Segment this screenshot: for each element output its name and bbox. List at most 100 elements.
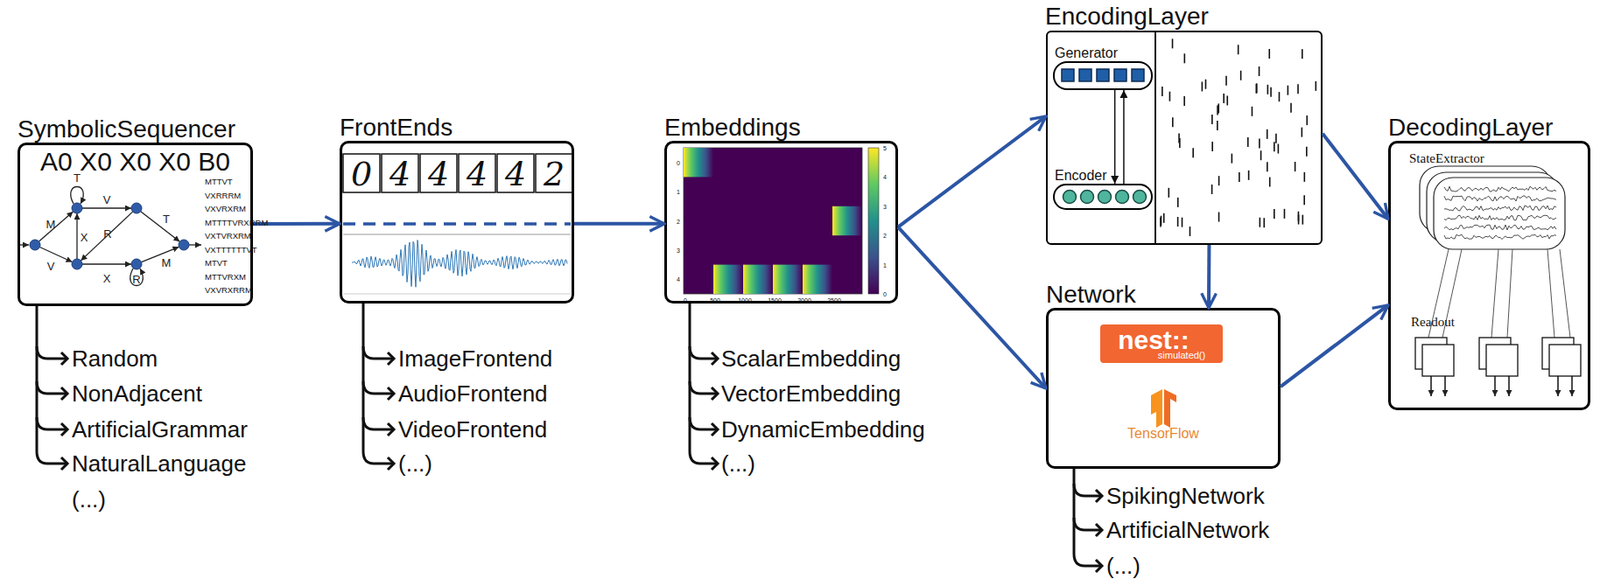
spike-raster: [1205, 79, 1208, 90]
heatmap: [683, 147, 879, 295]
class-name: (...): [71, 488, 106, 512]
readout-unit: [1422, 344, 1454, 377]
heatmap: [772, 265, 803, 295]
grammar-state: [71, 259, 83, 270]
tree-connector: [689, 451, 718, 464]
flow-arrow: [574, 222, 665, 226]
spike-raster: [1178, 133, 1180, 144]
spike-raster: [1302, 215, 1305, 225]
stage-title: Encoder: [1054, 168, 1108, 183]
grammar-graph: [130, 268, 144, 287]
digit-image: 4: [389, 157, 411, 191]
spike-raster: [1315, 81, 1318, 92]
spike-raster: [1260, 150, 1263, 161]
tree-connector: [1095, 560, 1102, 573]
spike-raster: [1247, 137, 1250, 148]
class-name: Random: [71, 347, 158, 371]
sequence-sample: MTTVRXM: [204, 273, 246, 282]
tree-connector: [61, 457, 68, 471]
heatmap: [683, 147, 714, 177]
flow-arrow: [898, 227, 1046, 389]
logo-text: TensorFlow: [1127, 427, 1200, 442]
generator-box: Generator: [1052, 61, 1153, 91]
sequence-sample: VXVRXRRM: [204, 286, 253, 295]
audio-waveform: [351, 240, 568, 288]
spike-raster: [1304, 172, 1306, 183]
grammar-state: [131, 203, 142, 214]
tensorflow-logo: [1150, 389, 1163, 429]
digit-image: 0: [350, 157, 372, 191]
nest-logo: [1100, 324, 1223, 364]
tree-connector: [688, 303, 692, 452]
spike-raster: [1273, 209, 1276, 219]
grammar-state: [178, 239, 190, 251]
transition-letter: V: [47, 260, 56, 273]
grammar-graph: [189, 244, 202, 246]
generator-unit: [1079, 69, 1092, 82]
readout-unit: [1415, 337, 1581, 377]
spike-raster: [1297, 84, 1299, 94]
sequence-sample: VXTVRXRM: [204, 231, 252, 241]
digit-frame: [420, 154, 457, 193]
spike-raster: [1192, 147, 1194, 158]
digit-image: 2: [543, 157, 565, 191]
class-name: (...): [1106, 554, 1141, 578]
readout-wire: [1547, 249, 1555, 338]
nest-logo: [1100, 324, 1223, 364]
tree-connector: [362, 303, 365, 452]
spike-raster: [1218, 175, 1221, 186]
sequence-text: A0 X0 X0 X0 B0: [20, 148, 251, 176]
sequence-sample: MTVT: [204, 259, 228, 268]
generator-unit: [1096, 69, 1109, 82]
tensorflow-logo: [1164, 389, 1177, 429]
heatmap: [802, 265, 833, 295]
grammar-graph: [82, 263, 132, 265]
encoder-unit: [1063, 190, 1147, 204]
flow-arrow: [1280, 305, 1389, 387]
stage-title: FrontEnds: [339, 115, 453, 141]
state-extractor: [1433, 177, 1565, 250]
spike-raster: [1251, 106, 1254, 117]
readout-wire: [1491, 249, 1499, 338]
spike-raster: [1255, 84, 1257, 94]
transition-letter: R: [103, 228, 112, 240]
class-name: SpikingNetwork: [1106, 484, 1265, 508]
grammar-graph: [141, 246, 180, 262]
stage-title: EncodingLayer: [1045, 4, 1209, 29]
tree-connector: [689, 346, 718, 359]
encoder-unit: [1115, 190, 1130, 204]
spike-raster: [1287, 85, 1290, 96]
tree-connector: [387, 387, 394, 400]
heatmap: [868, 147, 879, 295]
grammar-graph: [40, 247, 73, 263]
flow-dash: [343, 224, 571, 295]
component-label: StateExtractor: [1409, 152, 1485, 166]
spike-raster: [1225, 76, 1228, 86]
stage-box: FrontEnds: [339, 140, 575, 304]
readout-output: [1508, 376, 1510, 397]
readout-output: [1494, 376, 1496, 397]
colorbar-tick: 5: [883, 145, 887, 152]
generator-unit: [1131, 69, 1144, 82]
tree-connector: [689, 303, 718, 471]
raster-divider: [1154, 31, 1157, 245]
colorbar-tick: 0: [883, 291, 887, 298]
stage-box: DecodingLayer: [1388, 140, 1591, 411]
spike-raster: [1284, 209, 1286, 219]
spike-raster: [1259, 217, 1262, 228]
transition-letter: M: [161, 257, 172, 269]
tree-connector: [1073, 554, 1102, 567]
stage-box: EncodingLayerGeneratorEncoder: [1045, 30, 1323, 246]
tree-connector: [689, 417, 718, 430]
grammar-graph: [76, 213, 78, 260]
flow-arrow: [1322, 133, 1389, 220]
readout-output: [1571, 376, 1573, 397]
digit-frame: [535, 154, 573, 193]
spike-raster: [1301, 49, 1304, 59]
colorbar-tick: 2: [883, 232, 887, 239]
spike-raster: [1161, 86, 1164, 97]
component-label: Readout: [1410, 315, 1455, 330]
class-name: NonAdjacent: [71, 382, 203, 406]
tree-connector: [387, 457, 394, 471]
spike-raster: [1177, 217, 1179, 227]
